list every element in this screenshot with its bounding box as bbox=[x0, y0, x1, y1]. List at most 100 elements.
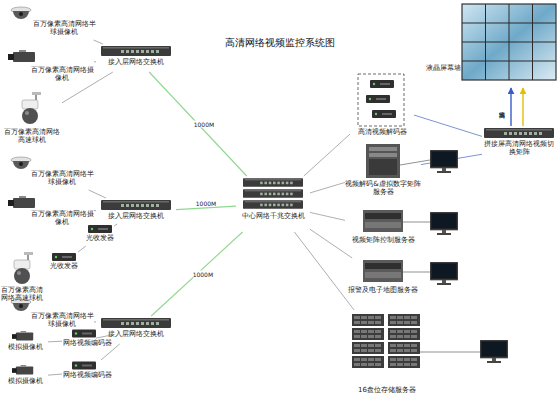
network-link bbox=[310, 229, 352, 258]
decoder-icon bbox=[372, 110, 396, 118]
device-label: 接入层网络交换机 bbox=[96, 212, 176, 220]
device-label: 百万像素高清网络半球摄像机 bbox=[30, 312, 94, 328]
device-label: 中心网络千兆交换机 bbox=[236, 212, 310, 220]
network-link bbox=[94, 210, 96, 211]
device-node: 液晶屏幕墙 bbox=[425, 4, 556, 88]
device-label: 百万像素高清网络摄像机 bbox=[30, 210, 94, 226]
device-label: 16盘位存储服务器 bbox=[345, 386, 429, 394]
device-node: 光收发器 bbox=[44, 252, 84, 274]
video-wall-grid bbox=[462, 4, 556, 80]
device-node: 模拟摄像机 bbox=[2, 364, 48, 390]
device-node: 百万像素高清网络半球摄像机 bbox=[6, 296, 94, 330]
device-node: 百万像素高清网络高速球机 bbox=[2, 90, 62, 152]
fiber-transceiver-icon bbox=[52, 253, 76, 261]
device-node: 接入层网络交换机 bbox=[96, 198, 176, 226]
server-icon bbox=[366, 144, 400, 178]
device-node: 拼接屏高清网络视频切换矩阵 bbox=[482, 126, 556, 170]
network-link bbox=[149, 72, 247, 176]
link-label: 1000M bbox=[194, 121, 214, 128]
device-node: 接入层网络交换机 bbox=[96, 44, 176, 72]
device-label: 视频矩阵控制服务器 bbox=[345, 236, 421, 244]
device-label: 百万像素高清网络摄像机 bbox=[30, 66, 94, 82]
core-switch-icon bbox=[243, 189, 303, 198]
speed-dome-icon bbox=[14, 252, 33, 284]
storage-unit-icon bbox=[352, 342, 384, 354]
device-label: 百万像素高清网络半球摄像机 bbox=[32, 20, 96, 36]
network-link bbox=[310, 212, 345, 220]
device-label: 液晶屏幕墙 bbox=[425, 64, 461, 72]
switch-icon bbox=[101, 200, 171, 210]
monitor-icon bbox=[430, 262, 458, 285]
switch-icon bbox=[101, 318, 171, 328]
device-node: 网络视频编码器 bbox=[62, 360, 112, 384]
device-label: 网络视频编码器 bbox=[62, 339, 112, 347]
core-switch-icon bbox=[243, 200, 303, 209]
device-label: 拼接屏高清网络视频切换矩阵 bbox=[482, 140, 556, 156]
encoder-icon bbox=[72, 330, 96, 338]
link-label: 1000M bbox=[193, 271, 213, 278]
device-label: 光收发器 bbox=[80, 234, 120, 242]
storage-unit-icon bbox=[352, 328, 384, 340]
device-node: 视频矩阵控制服务器 bbox=[345, 208, 421, 250]
speed-dome-icon bbox=[22, 92, 41, 124]
device-node: 中心网络千兆交换机 bbox=[236, 176, 310, 232]
storage-unit-icon bbox=[388, 342, 420, 354]
device-label: 网络视频编码器 bbox=[62, 371, 112, 379]
device-label: 高清视频解码器 bbox=[350, 128, 414, 136]
rack-server-icon bbox=[363, 260, 403, 282]
device-label: 接入层网络交换机 bbox=[96, 330, 176, 338]
network-link bbox=[151, 232, 242, 316]
device-label: 百万像素高清网络半球摄像机 bbox=[30, 170, 94, 186]
decoder-icon bbox=[370, 80, 394, 88]
device-label: 接入层网络交换机 bbox=[96, 58, 176, 66]
analog-camera-icon bbox=[12, 365, 33, 374]
storage-unit-icon bbox=[352, 314, 384, 326]
dome-camera-icon bbox=[11, 7, 31, 19]
monitor-icon bbox=[430, 150, 458, 173]
network-link bbox=[94, 61, 96, 62]
device-label: 报警及电子地图服务器 bbox=[345, 286, 421, 294]
network-link bbox=[510, 88, 511, 126]
network-link bbox=[176, 206, 236, 210]
fiber-transceiver-icon bbox=[88, 225, 112, 233]
network-link bbox=[294, 232, 354, 310]
device-node: 模拟摄像机 bbox=[2, 330, 48, 356]
device-node: 接入层网络交换机 bbox=[96, 316, 176, 344]
network-link bbox=[89, 190, 106, 198]
network-link bbox=[48, 374, 62, 375]
dome-camera-icon bbox=[11, 157, 31, 169]
monitor-icon bbox=[480, 340, 508, 363]
network-link bbox=[304, 134, 350, 176]
device-node: 报警及电子地图服务器 bbox=[345, 258, 421, 300]
network-link bbox=[522, 88, 523, 126]
device-node: 百万像素高清网络高速球机 bbox=[0, 250, 44, 312]
device-node: 网络视频编码器 bbox=[62, 328, 112, 352]
encoder-icon bbox=[72, 362, 96, 370]
device-label: 百万像素高清网络高速球机 bbox=[0, 286, 44, 302]
device-label: 百万像素高清网络高速球机 bbox=[2, 128, 62, 144]
network-link bbox=[48, 341, 62, 343]
device-node: 百万像素高清网络摄像机 bbox=[6, 192, 94, 226]
storage-unit-icon bbox=[388, 356, 420, 368]
device-label: 模拟摄像机 bbox=[2, 377, 48, 385]
network-link bbox=[114, 224, 117, 226]
video-wall-screen bbox=[462, 4, 556, 80]
network-link bbox=[414, 115, 482, 136]
network-link bbox=[78, 246, 86, 252]
network-link bbox=[62, 72, 113, 103]
network-link bbox=[310, 182, 345, 193]
monitor-icon bbox=[430, 212, 458, 235]
monitor-cable bbox=[400, 160, 480, 352]
device-label: 光收发器 bbox=[44, 262, 84, 270]
link-label: 1000M bbox=[196, 199, 216, 206]
device-label: 视频解码&虚拟数字矩阵服务器 bbox=[345, 180, 421, 196]
network-link bbox=[94, 40, 103, 44]
dashed-group-frame bbox=[358, 74, 404, 126]
storage-unit-icon bbox=[352, 356, 384, 368]
analog-camera-icon bbox=[12, 331, 33, 340]
device-node: 光收发器 bbox=[80, 224, 120, 246]
storage-unit-icon bbox=[388, 328, 420, 340]
network-link bbox=[94, 321, 96, 322]
